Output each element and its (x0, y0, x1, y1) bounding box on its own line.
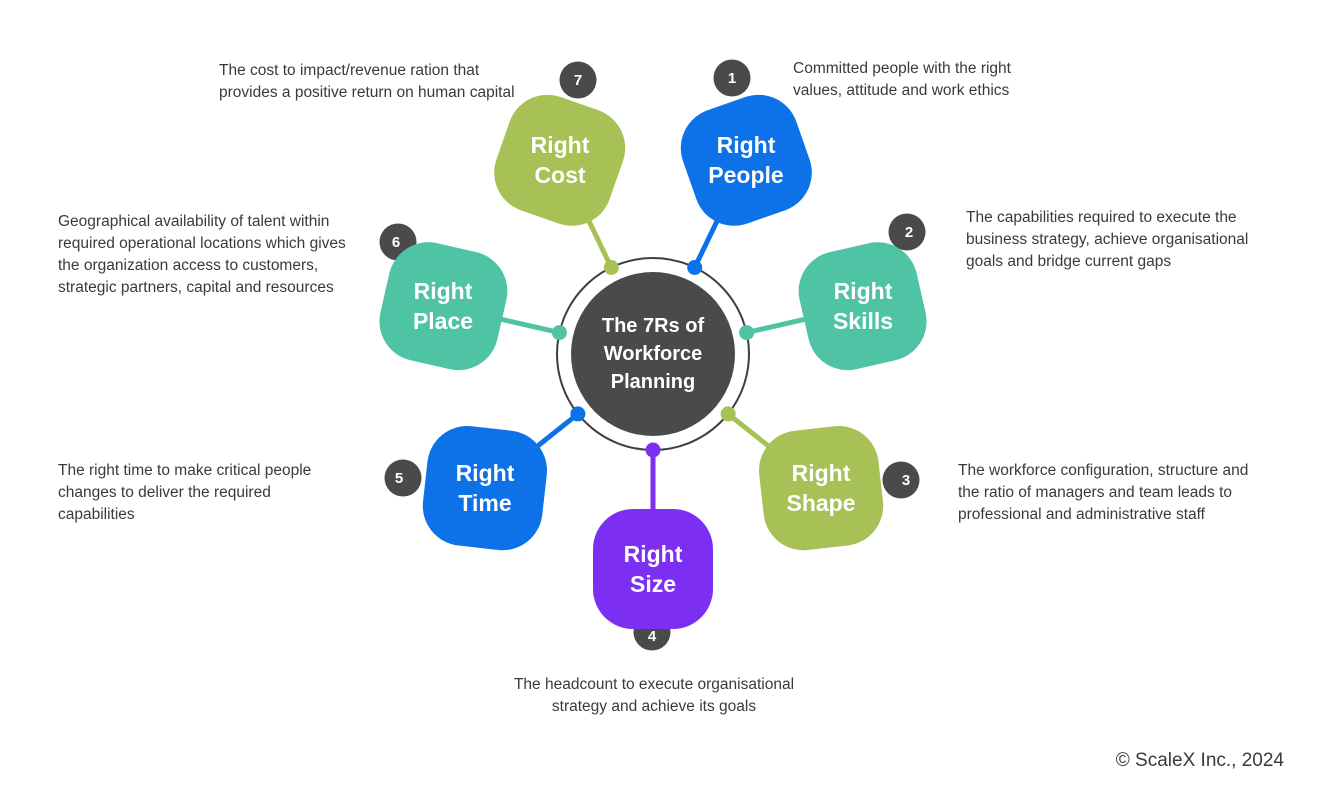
petal-label-right-size: Right Size (578, 539, 728, 599)
petal-label-right-people: Right People (671, 130, 821, 190)
petal-5-number: 5 (395, 470, 403, 487)
petal-right-people (680, 94, 812, 275)
petal-label-line: Size (629, 571, 677, 597)
petal-label-right-time: Right Time (410, 458, 560, 518)
petal-description-right-people: Committed people with the right values, … (793, 60, 1011, 99)
petal-1-number-badge (713, 59, 751, 97)
petal-description-right-size: The headcount to execute organisational … (513, 676, 795, 715)
connector-line (498, 316, 560, 336)
petal-description-right-cost: The cost to impact/revenue ration that p… (219, 62, 515, 101)
petal-label-line: Right (716, 132, 776, 158)
petal-label-line: Time (458, 490, 512, 516)
petal-body (494, 94, 626, 226)
petal-label-line: Right (413, 278, 473, 304)
center-title-line: Planning (610, 371, 696, 393)
petal-1-number: 1 (728, 70, 736, 87)
petal-3-number: 3 (902, 472, 910, 489)
petal-3-number-badge (882, 461, 920, 499)
copyright: © ScaleX Inc., 2024 (1115, 750, 1284, 771)
petal-body (379, 242, 508, 371)
petal-body (798, 242, 927, 371)
petal-5-number-badge (384, 459, 422, 497)
petal-description-right-place: Geographical availability of talent with… (58, 213, 346, 296)
petal-label-line: Cost (534, 162, 586, 188)
petal-label-line: Shape (786, 490, 856, 516)
petal-body (758, 425, 884, 551)
petal-label-line: People (708, 162, 784, 188)
petal-right-size (593, 442, 713, 629)
center-title-line: Workforce (603, 343, 703, 365)
petal-right-time (422, 406, 586, 551)
petal-2-number: 2 (905, 224, 913, 241)
petal-label-line: Right (833, 278, 893, 304)
petal-description-right-time: The right time to make critical people c… (58, 462, 312, 523)
petal-right-skills (739, 242, 927, 371)
petal-2-number-badge (888, 213, 926, 251)
petal-label-line: Right (791, 460, 851, 486)
petal-body (593, 509, 713, 629)
petal-label-line: Right (530, 132, 590, 158)
petal-right-cost (494, 94, 626, 275)
petal-body (680, 94, 812, 226)
petal-body (422, 425, 548, 551)
petal-label-right-skills: Right Skills (788, 276, 938, 336)
petal-description-right-skills: The capabilities required to execute the… (966, 209, 1249, 270)
connector-line (746, 316, 808, 336)
petal-description-right-shape: The workforce configuration, structure a… (958, 462, 1249, 523)
petal-label-line: Right (455, 460, 515, 486)
center-title: The 7Rs of Workforce Planning (543, 312, 763, 396)
petal-right-shape (720, 406, 884, 551)
petal-6-number: 6 (392, 234, 400, 251)
petal-label-line: Right (623, 541, 683, 567)
petal-label-line: Skills (832, 308, 894, 334)
center-title-line: The 7Rs of (601, 315, 705, 337)
petal-7-number: 7 (574, 72, 582, 89)
petal-7-number-badge (559, 61, 597, 99)
center-circle (571, 272, 735, 436)
petal-right-place (379, 242, 567, 371)
petal-label-right-cost: Right Cost (485, 130, 635, 190)
petal-label-right-shape: Right Shape (746, 458, 896, 518)
petal-4-number: 4 (648, 628, 657, 645)
petal-label-right-place: Right Place (368, 276, 518, 336)
badge-number-layer: 1 2 3 4 5 6 7 (392, 70, 913, 645)
petal-label-line: Place (412, 308, 474, 334)
